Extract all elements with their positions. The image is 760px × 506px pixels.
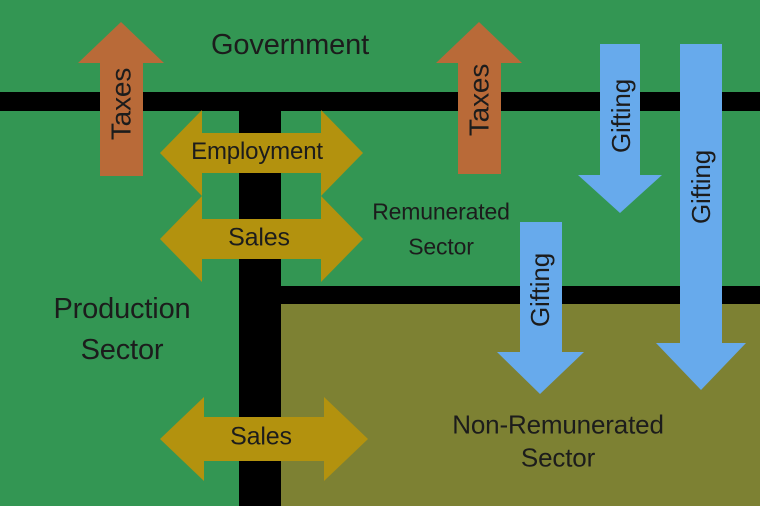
- sales-arrow-remunerated: [160, 196, 363, 282]
- non-remunerated-sector-label-line2: Sector: [520, 442, 596, 472]
- gifting-label-remunerated-to-non-remunerated: Gifting: [524, 252, 555, 328]
- sales-label-non-remunerated: Sales: [230, 422, 292, 451]
- taxes-label-remunerated: Taxes: [463, 63, 495, 137]
- remunerated-sector-label-line2: Sector: [408, 233, 474, 259]
- taxes-arrow-production: [78, 22, 164, 176]
- gifting-arrow-remunerated-to-non-remunerated: [497, 222, 584, 394]
- production-sector-label: Production Sector: [53, 289, 190, 371]
- sales-label-remunerated: Sales: [228, 223, 290, 252]
- remunerated-sector-label: Remunerated Sector: [372, 195, 510, 264]
- gifting-arrow-gov-to-non-remunerated: [656, 44, 746, 390]
- taxes-label-production: Taxes: [105, 67, 137, 141]
- employment-arrow: [160, 110, 363, 196]
- taxes-arrow-remunerated: [436, 22, 522, 174]
- gifting-label-gov-to-non-remunerated: Gifting: [685, 149, 716, 225]
- production-sector-label-line1: Production: [53, 292, 191, 325]
- government-divider-bar: [0, 92, 760, 111]
- non-remunerated-sector-label-line1: Non-Remunerated: [452, 409, 664, 440]
- sales-arrow-non-remunerated: [160, 397, 368, 481]
- government-label: Government: [211, 28, 369, 61]
- gifting-arrow-gov-to-remunerated: [578, 44, 662, 213]
- employment-label: Employment: [191, 138, 323, 165]
- non-remunerated-sector-label: Non-Remunerated Sector: [452, 409, 664, 474]
- production-sector-label-line2: Sector: [80, 334, 164, 366]
- remunerated-sector-label-line1: Remunerated: [372, 198, 510, 225]
- gifting-label-gov-to-remunerated: Gifting: [605, 78, 636, 154]
